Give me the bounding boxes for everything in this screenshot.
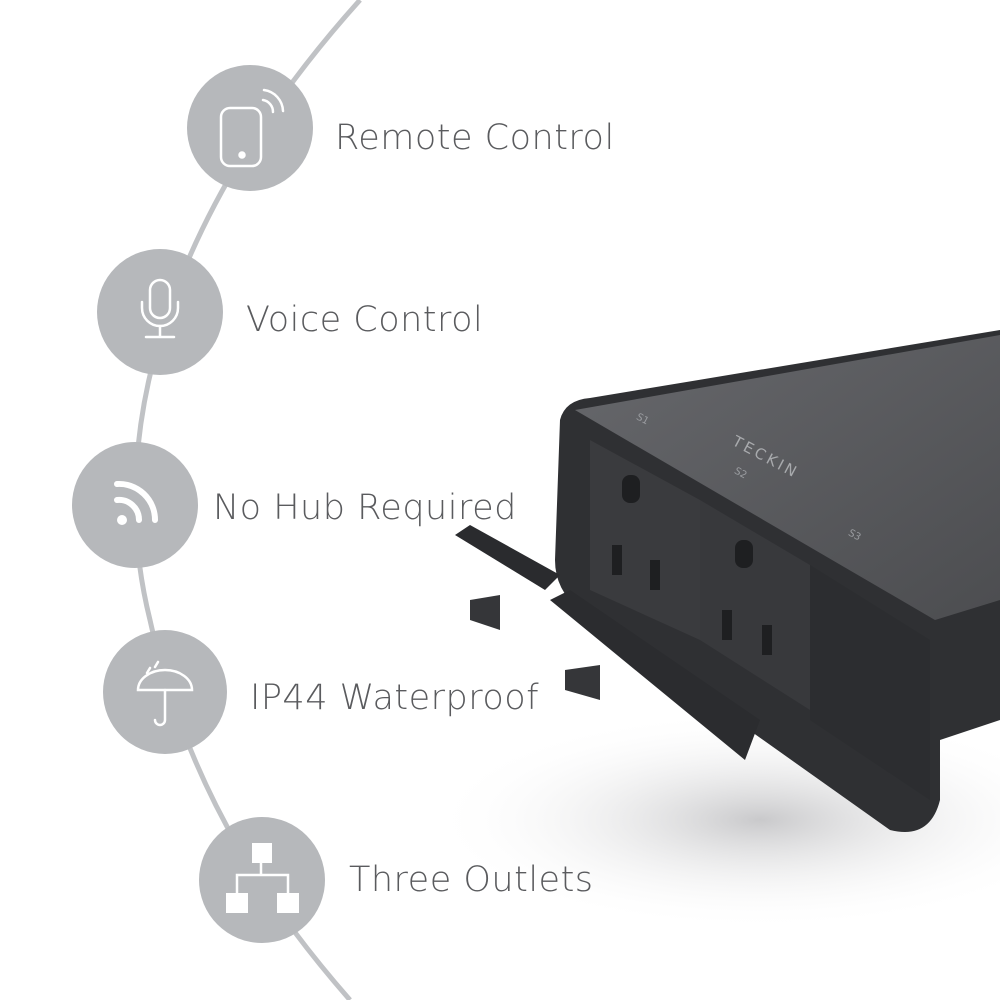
umbrella-rain-icon — [136, 660, 194, 727]
wifi-signal-icon — [114, 480, 159, 525]
feature-label-three-outlets: Three Outlets — [349, 860, 594, 900]
feature-circle-1 — [187, 65, 313, 191]
feature-circle-2 — [97, 249, 223, 375]
feature-label-remote-control: Remote Control — [335, 118, 615, 158]
microphone-icon — [140, 278, 180, 339]
feature-label-waterproof: IP44 Waterproof — [250, 678, 540, 718]
feature-label-voice-control: Voice Control — [246, 300, 484, 340]
smart-plug-device — [455, 330, 1000, 832]
remote-phone-icon — [219, 88, 285, 168]
feature-label-no-hub: No Hub Required — [213, 488, 517, 528]
feature-circle-5 — [199, 817, 325, 943]
network-tree-icon — [226, 843, 299, 913]
